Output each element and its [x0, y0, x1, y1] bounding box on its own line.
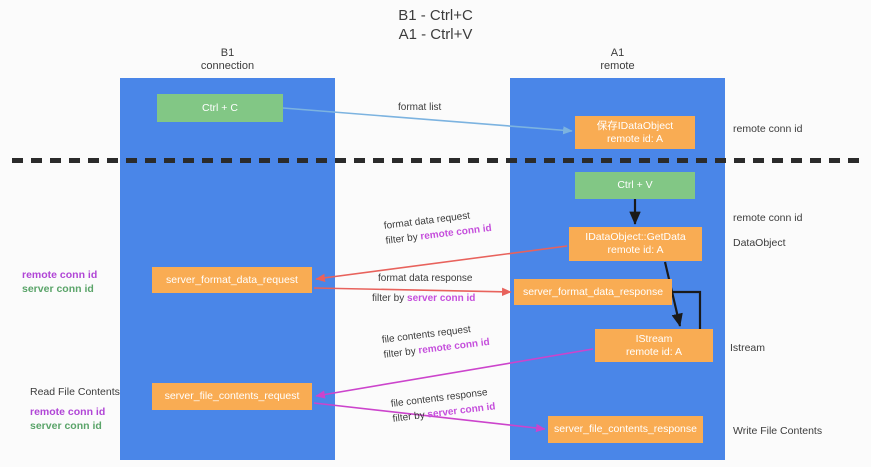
annotation-read-file-contents: Read File Contents — [30, 386, 120, 398]
lane-header-a1: A1 remote — [510, 47, 725, 73]
edge-label-format-data-request: format data request filter by remote con… — [383, 206, 493, 249]
node-istream-title: IStream — [635, 332, 673, 345]
annotation-right-remote-conn-id-mid: remote conn id — [733, 212, 803, 224]
edge-label-format-data-response-filter: filter by server conn id — [372, 291, 475, 306]
lane-header-b1-name: B1 — [220, 47, 235, 59]
annotation-left-server-conn-id: server conn id — [22, 283, 94, 295]
node-ctrl-c[interactable]: Ctrl + C — [157, 94, 283, 122]
node-server-file-contents-response[interactable]: server_file_contents_response — [548, 416, 703, 443]
node-istream[interactable]: IStream remote id: A — [595, 329, 713, 362]
node-ctrl-c-label: Ctrl + C — [202, 101, 238, 114]
annotation-right-dataobject: DataObject — [733, 237, 786, 249]
node-idataobject-getdata[interactable]: IDataObject::GetData remote id: A — [569, 227, 702, 261]
edge-label-format-data-response-text: format data response — [378, 273, 473, 284]
lane-header-b1: B1 connection — [120, 47, 335, 73]
edge-label-file-contents-response: file contents response filter by server … — [390, 384, 496, 426]
annotation-read-file-contents-group: Read File Contents remote conn id server… — [30, 385, 120, 433]
filter-key-server-conn-id: server conn id — [407, 293, 476, 304]
node-ctrl-v[interactable]: Ctrl + V — [575, 172, 695, 199]
page-title: B1 - Ctrl+C A1 - Ctrl+V — [0, 6, 871, 44]
title-line-2: A1 - Ctrl+V — [398, 26, 473, 43]
filter-prefix: filter by — [383, 345, 420, 361]
node-save-idataobject-subtitle: remote id: A — [606, 132, 664, 145]
filter-prefix: filter by — [372, 293, 408, 304]
node-save-idataobject-title: 保存IDataObject — [596, 119, 674, 132]
node-server-format-data-response-label: server_format_data_response — [522, 285, 664, 298]
node-save-idataobject[interactable]: 保存IDataObject remote id: A — [575, 116, 695, 149]
node-server-file-contents-response-label: server_file_contents_response — [553, 423, 697, 435]
edge-label-format-data-response: format data response filter by server co… — [372, 271, 475, 306]
node-server-file-contents-request-label: server_file_contents_request — [164, 390, 300, 402]
lane-header-a1-name: A1 — [610, 47, 625, 59]
node-server-format-data-request-label: server_format_data_request — [166, 273, 298, 286]
annotation-left2-server-conn-id: server conn id — [30, 420, 102, 432]
filter-prefix: filter by — [392, 409, 429, 425]
lane-header-a1-role: remote — [600, 60, 635, 72]
annotation-left-remote-conn-id: remote conn id — [22, 269, 98, 281]
node-idataobject-getdata-title: IDataObject::GetData — [585, 231, 686, 243]
node-server-file-contents-request[interactable]: server_file_contents_request — [152, 383, 312, 410]
node-istream-subtitle: remote id: A — [625, 345, 683, 358]
lane-header-b1-role: connection — [200, 60, 255, 72]
node-server-format-data-response[interactable]: server_format_data_response — [514, 279, 672, 305]
edge-label-file-contents-request: file contents request filter by remote c… — [381, 320, 491, 363]
edge-label-format-list-text: format list — [398, 102, 442, 113]
node-idataobject-getdata-subtitle: remote id: A — [607, 244, 664, 256]
annotation-left2-remote-conn-id: remote conn id — [30, 406, 106, 418]
annotation-right-write-file-contents: Write File Contents — [733, 425, 823, 437]
annotation-right-remote-conn-id-top: remote conn id — [733, 123, 803, 135]
filter-prefix: filter by — [385, 231, 422, 247]
node-ctrl-v-label: Ctrl + V — [617, 179, 653, 191]
phase-divider — [12, 158, 862, 163]
title-line-1: B1 - Ctrl+C — [398, 7, 473, 24]
edge-label-format-list: format list — [398, 100, 441, 115]
node-server-format-data-request[interactable]: server_format_data_request — [152, 267, 312, 293]
annotation-left-conn-ids: remote conn id server conn id — [22, 268, 97, 296]
annotation-right-istream: Istream — [730, 342, 766, 354]
